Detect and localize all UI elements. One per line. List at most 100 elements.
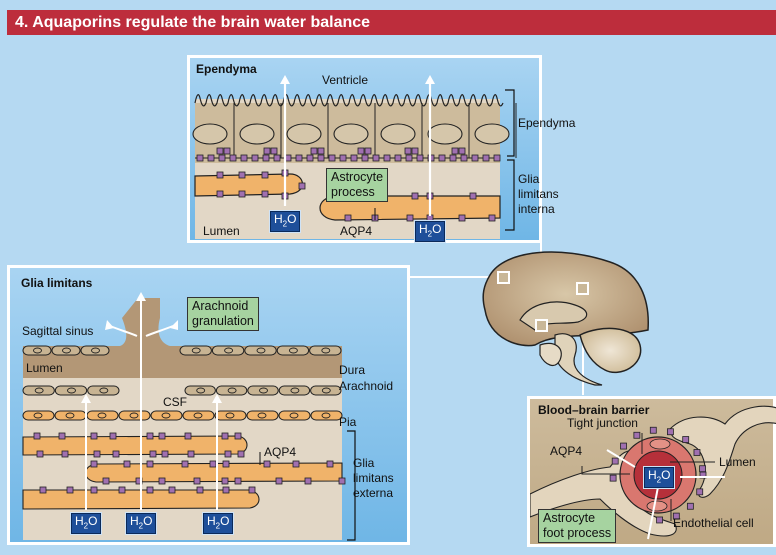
cell-nucleus [225,412,235,419]
aqp4-channel [207,154,215,162]
aqp4-channel [261,190,269,198]
cell-nucleus [65,412,75,419]
cell-nucleus [67,387,76,394]
aqp4-channel [222,460,230,468]
cell-nucleus [380,123,416,145]
pia-label: Pia [339,415,357,429]
aqp4-channel [298,182,306,190]
aqp4-channel [273,154,281,162]
aqp4-channel [158,432,166,440]
aqp4-channel [109,432,117,440]
cell [80,345,110,356]
aqp4-channel [216,171,224,179]
pia-cell [214,410,247,421]
bbb-panel: Blood–brain barrier Tight junction AQP4 … [527,396,776,547]
cell-nucleus [257,412,267,419]
h2o-h: H [207,514,216,528]
cell [244,345,277,356]
glia-tissue [22,292,356,541]
figure-title: 4. Aquaporins regulate the brain water b… [7,10,776,35]
aqp4-channel [39,486,47,494]
cell-nucleus [321,347,331,354]
h2o-2: 2 [83,521,89,531]
cell-nucleus [191,347,201,354]
cell-nucleus [192,123,228,145]
cell-nucleus [193,412,203,419]
brackets [505,89,515,231]
aqp4-channel [411,147,419,155]
aqp4-channel [36,450,44,458]
cell [215,385,248,396]
midbrain [539,342,562,367]
aqp4-channel [234,432,242,440]
aqp4-channel [102,477,110,485]
aqp4-channel [306,154,314,162]
cell-nucleus [91,347,100,354]
aqp4-channel [458,147,466,155]
aqp4-channel [339,154,347,162]
aqp4-pointer [581,466,630,475]
aqp4-channels [609,426,707,524]
cell-nucleus [99,387,109,394]
aqp4-channel [58,432,66,440]
aqp4-channel [193,477,201,485]
microvilli [194,94,504,107]
aqp4-channel [221,432,229,440]
arrowhead [81,394,91,403]
h2o-badge: H2O [124,511,158,536]
aqp4-channel [649,426,657,434]
aqp4-channel [458,214,466,222]
aqp4-channel [633,431,641,439]
aqp4-channel [693,449,701,456]
arrowhead [212,394,222,403]
arrowhead [425,75,435,84]
h2o-h: H [274,212,283,226]
glia-limitans-externa-label-2: limitans [353,471,394,485]
aqp4-channel [699,465,706,473]
water-arrow [647,486,659,540]
h2o-badge: H2O [201,511,235,536]
h2o-h: H [648,468,657,482]
aqp4-channel [238,171,246,179]
aqp4-channel [184,432,192,440]
aqp4-channel [223,147,231,155]
aqp4-channel [146,432,154,440]
cell-nucleus [224,347,234,354]
cell [247,385,279,396]
aqp4-channel [209,460,217,468]
arrowhead [136,292,146,301]
ventricle-label: Ventricle [322,73,369,87]
aqp4-channel [263,460,271,468]
h2o-2: 2 [215,521,221,531]
cell-nucleus [161,412,171,419]
aqp4-channel [404,147,412,155]
cell-nucleus [427,123,463,145]
glia-limitans-interna-label-1: Glia [518,172,540,186]
nucleus [649,438,671,450]
astrocyte-process-label-line1: Astrocyte [331,170,384,184]
aqp4-channel [471,154,479,162]
astrocyte-process-label-line2: process [331,185,375,199]
water-arrows [81,292,222,510]
h2o-badge: H2O [69,511,103,536]
aqp4-channel [181,460,189,468]
cell-nucleus [33,347,42,354]
astrocyte-processes [194,173,501,221]
water-arrow-right [145,325,174,337]
aqp4-channel [275,477,283,485]
water-arrow [606,449,636,468]
cell-nucleus [290,387,300,394]
aqp4-channel [187,450,195,458]
h2o-2: 2 [427,229,433,239]
aqp4-channel [672,512,680,520]
aqp4-channel [196,486,204,494]
pia-cell [22,410,55,421]
aqp4-channel [350,154,358,162]
pia-cell [310,410,343,421]
aqp4-channel [469,192,477,200]
aqp4-channel [90,486,98,494]
aqp4-channel [357,147,365,155]
h2o-badge: H2O [413,219,447,244]
ependyma-panel: Ependyma Ventricle Ependyma Glia limitan… [187,55,575,244]
aqp4-channel [224,450,232,458]
